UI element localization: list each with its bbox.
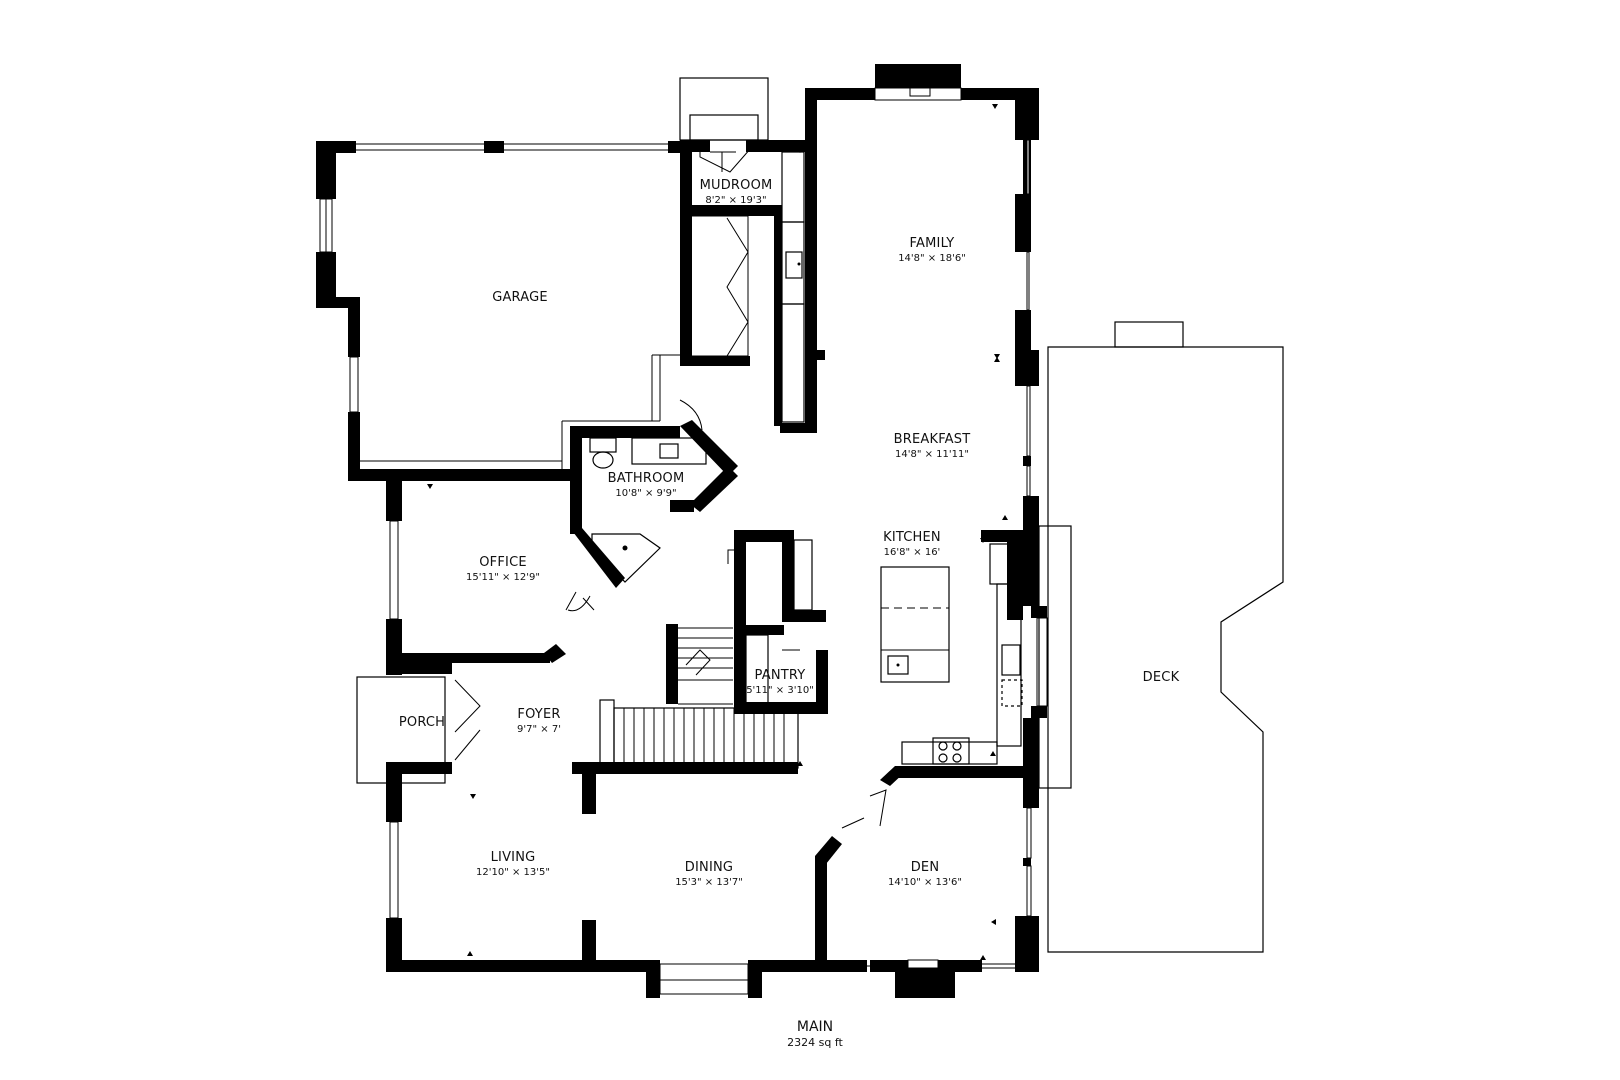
porch [356,662,481,784]
room-dims: 10'8" × 9'9" [615,488,677,499]
room-den: DEN 14'10" × 13'6" [888,860,962,889]
room-mudroom: MUDROOM 8'2" × 19'3" [700,178,773,207]
wall-marker [797,761,803,766]
floor-area: 2324 sq ft [787,1036,843,1049]
bathroom-walls [570,399,738,588]
wall-marker [394,922,399,928]
office-walls [386,475,595,675]
room-name: LIVING [490,850,536,865]
room-name: BREAKFAST [893,432,971,447]
room-breakfast: BREAKFAST 14'8" × 11'11" [894,432,971,461]
wall-marker [470,794,476,799]
room-name: PANTRY [754,668,806,683]
room-name: DECK [1142,670,1180,685]
floor-summary: MAIN 2324 sq ft [787,1018,843,1050]
den-walls [815,766,1023,998]
room-name: OFFICE [479,555,527,570]
room-pantry: PANTRY 5'11" × 3'10" [746,668,814,697]
room-dims: 5'11" × 3'10" [746,685,814,696]
room-deck: DECK [1143,670,1180,686]
room-name: BATHROOM [607,471,685,486]
room-name: GARAGE [492,290,548,305]
deck-outline [1047,321,1284,953]
dimension-markers [394,104,1008,960]
wall-marker [994,354,1000,359]
room-name: DEN [910,860,940,875]
pantry-walls [727,530,828,714]
floor-name: MAIN [796,1019,834,1035]
wall-marker [992,104,998,109]
upper-walls [680,64,1072,972]
room-foyer: FOYER 9'7" × 7' [517,707,561,736]
room-dims: 16'8" × 16' [883,547,941,558]
room-name: MUDROOM [699,178,773,193]
living-dining-walls [386,774,828,998]
wall-marker [427,484,433,489]
wall-marker [990,751,996,756]
wall-marker [980,538,986,543]
wall-marker [994,357,1000,362]
room-dims: 15'3" × 13'7" [675,877,743,888]
wall-marker [991,919,996,925]
room-name: PORCH [398,715,446,730]
wall-marker [980,955,986,960]
room-name: FAMILY [909,236,955,251]
room-garage: GARAGE [492,290,548,306]
room-name: DINING [684,860,734,875]
room-dining: DINING 15'3" × 13'7" [675,860,743,889]
room-dims: 14'8" × 11'11" [895,449,969,460]
wall-marker [427,654,433,659]
room-name: KITCHEN [883,530,941,545]
wall-marker [1002,515,1008,520]
mudroom-entry [679,77,769,173]
room-office: OFFICE 15'11" × 12'9" [466,555,540,584]
room-kitchen: KITCHEN 16'8" × 16' [883,530,941,559]
room-dims: 14'10" × 13'6" [888,877,962,888]
room-dims: 14'8" × 18'6" [898,253,966,264]
room-living: LIVING 12'10" × 13'5" [476,850,550,879]
room-dims: 15'11" × 12'9" [466,572,540,583]
kitchen-fixtures [880,530,1023,765]
wall-marker [587,951,593,956]
room-dims: 12'10" × 13'5" [476,867,550,878]
wall-marker [467,951,473,956]
room-porch: PORCH [399,715,445,731]
room-dims: 9'7" × 7' [517,724,561,735]
wall-marker [815,922,820,928]
room-name: FOYER [517,707,561,722]
wall-marker [797,148,803,153]
room-dims: 8'2" × 19'3" [705,195,767,206]
room-bathroom: BATHROOM 10'8" × 9'9" [608,471,685,500]
stairs [572,624,799,814]
room-family: FAMILY 14'8" × 18'6" [898,236,966,265]
